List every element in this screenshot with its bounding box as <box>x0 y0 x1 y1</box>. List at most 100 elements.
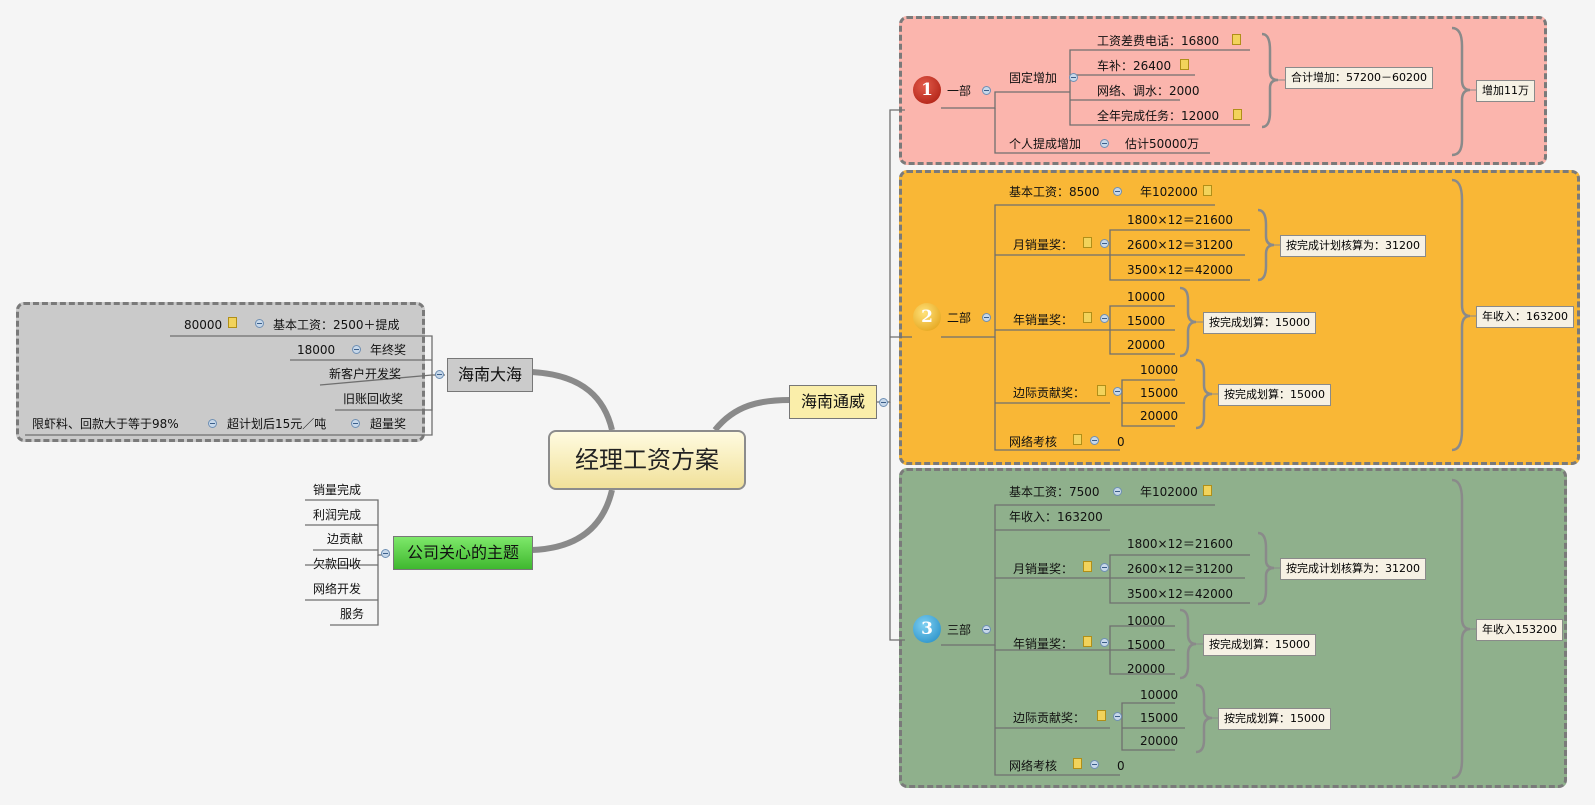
dept3-summary[interactable]: 年收入153200 <box>1476 619 1563 641</box>
dept2-margin-item[interactable]: 20000 <box>1140 409 1179 423</box>
note-icon[interactable] <box>1083 237 1092 248</box>
dept3-income[interactable]: 年收入：163200 <box>1009 510 1103 524</box>
topic-item[interactable]: 销量完成 <box>313 483 362 497</box>
collapse-toggle-icon[interactable] <box>1100 239 1109 248</box>
collapse-toggle-icon[interactable] <box>352 345 361 354</box>
dahai-new-customer[interactable]: 新客户开发奖 <box>329 367 402 381</box>
dept1-fixed-item[interactable]: 网络、调水：2000 <box>1097 84 1200 98</box>
dept3-monthly-summary[interactable]: 按完成计划核算为：31200 <box>1280 558 1426 580</box>
dept1-fixed-summary[interactable]: 合计增加：57200－60200 <box>1285 67 1433 89</box>
dept3-margin-summary[interactable]: 按完成划算：15000 <box>1218 708 1331 730</box>
note-icon[interactable] <box>1097 385 1106 396</box>
dept3-base-label[interactable]: 基本工资：7500 <box>1009 485 1100 499</box>
note-icon[interactable] <box>1083 636 1092 647</box>
note-icon[interactable] <box>1232 34 1241 45</box>
dept2-margin-item[interactable]: 10000 <box>1140 363 1179 377</box>
dahai-year-end-value[interactable]: 18000 <box>297 343 336 357</box>
note-icon[interactable] <box>1233 109 1242 120</box>
collapse-toggle-icon[interactable] <box>1113 187 1122 196</box>
collapse-toggle-icon[interactable] <box>982 86 991 95</box>
note-icon[interactable] <box>1073 758 1082 769</box>
dept3-annual-item[interactable]: 15000 <box>1127 638 1166 652</box>
collapse-toggle-icon[interactable] <box>982 625 991 634</box>
dept1-fixed-item[interactable]: 全年完成任务：12000 <box>1097 109 1220 123</box>
dahai-year-end-label[interactable]: 年终奖 <box>370 343 407 357</box>
dept2-annual-item[interactable]: 10000 <box>1127 290 1166 304</box>
dept1-fixed-item[interactable]: 工资差费电话：16800 <box>1097 34 1220 48</box>
note-icon[interactable] <box>1203 185 1212 196</box>
collapse-toggle-icon[interactable] <box>1100 314 1109 323</box>
dept1-summary[interactable]: 增加11万 <box>1476 80 1535 102</box>
collapse-toggle-icon[interactable] <box>1100 563 1109 572</box>
note-icon[interactable] <box>1097 710 1106 721</box>
dept2-network-value[interactable]: 0 <box>1117 435 1125 449</box>
collapse-toggle-icon[interactable] <box>351 419 360 428</box>
collapse-toggle-icon[interactable] <box>879 398 888 407</box>
dept2-margin-label[interactable]: 边际贡献奖： <box>1013 386 1086 400</box>
topic-hainan-dahai[interactable]: 海南大海 <box>447 358 533 392</box>
dept3-monthly-item[interactable]: 1800×12＝21600 <box>1127 537 1234 551</box>
dept3-label[interactable]: 三部 <box>947 623 972 637</box>
central-topic[interactable]: 经理工资方案 <box>548 430 746 490</box>
dept1-fixed-item[interactable]: 车补：26400 <box>1097 59 1172 73</box>
dept2-monthly-summary[interactable]: 按完成计划核算为：31200 <box>1280 235 1426 257</box>
dahai-old-debt[interactable]: 旧账回收奖 <box>343 392 404 406</box>
dept2-network-label[interactable]: 网络考核 <box>1009 435 1058 449</box>
dept3-monthly-label[interactable]: 月销量奖： <box>1013 562 1074 576</box>
collapse-toggle-icon[interactable] <box>1090 436 1099 445</box>
dept3-annual-label[interactable]: 年销量奖： <box>1013 637 1074 651</box>
collapse-toggle-icon[interactable] <box>982 313 991 322</box>
dahai-base-value[interactable]: 80000 <box>184 318 223 332</box>
dept2-summary[interactable]: 年收入：163200 <box>1476 306 1574 328</box>
note-icon[interactable] <box>1180 59 1189 70</box>
dahai-excess-label[interactable]: 超量奖 <box>370 417 407 431</box>
collapse-toggle-icon[interactable] <box>208 419 217 428</box>
dept3-annual-item[interactable]: 10000 <box>1127 614 1166 628</box>
collapse-toggle-icon[interactable] <box>1113 487 1122 496</box>
topic-item[interactable]: 服务 <box>340 607 365 621</box>
dept3-base-value[interactable]: 年102000 <box>1140 485 1198 499</box>
note-icon[interactable] <box>1083 561 1092 572</box>
collapse-toggle-icon[interactable] <box>1069 73 1078 82</box>
collapse-toggle-icon[interactable] <box>435 370 444 379</box>
dept3-monthly-item[interactable]: 2600×12＝31200 <box>1127 562 1234 576</box>
collapse-toggle-icon[interactable] <box>1090 760 1099 769</box>
dahai-base-label[interactable]: 基本工资：2500＋提成 <box>273 318 400 332</box>
topic-item[interactable]: 边贡献 <box>327 532 364 546</box>
dept2-base-value[interactable]: 年102000 <box>1140 185 1198 199</box>
topic-item[interactable]: 网络开发 <box>313 582 362 596</box>
dept2-monthly-item[interactable]: 1800×12＝21600 <box>1127 213 1234 227</box>
dept1-personal-value[interactable]: 估计50000万 <box>1125 137 1200 151</box>
collapse-toggle-icon[interactable] <box>1100 638 1109 647</box>
topic-item[interactable]: 欠款回收 <box>313 557 362 571</box>
collapse-toggle-icon[interactable] <box>381 549 390 558</box>
topic-item[interactable]: 利润完成 <box>313 508 362 522</box>
dept3-margin-label[interactable]: 边际贡献奖： <box>1013 711 1086 725</box>
dept2-annual-label[interactable]: 年销量奖： <box>1013 313 1074 327</box>
dept3-annual-summary[interactable]: 按完成划算：15000 <box>1203 634 1316 656</box>
topic-company-concerns[interactable]: 公司关心的主题 <box>393 536 533 570</box>
topic-hainan-tongwei[interactable]: 海南通威 <box>789 385 877 419</box>
dept3-margin-item[interactable]: 15000 <box>1140 711 1179 725</box>
dept2-annual-item[interactable]: 15000 <box>1127 314 1166 328</box>
collapse-toggle-icon[interactable] <box>1113 712 1122 721</box>
note-icon[interactable] <box>1203 485 1212 496</box>
dept3-margin-item[interactable]: 10000 <box>1140 688 1179 702</box>
dept2-annual-item[interactable]: 20000 <box>1127 338 1166 352</box>
dept1-label[interactable]: 一部 <box>947 84 972 98</box>
collapse-toggle-icon[interactable] <box>255 319 264 328</box>
collapse-toggle-icon[interactable] <box>1113 387 1122 396</box>
dept2-margin-item[interactable]: 15000 <box>1140 386 1179 400</box>
dept2-monthly-label[interactable]: 月销量奖： <box>1013 238 1074 252</box>
dept3-annual-item[interactable]: 20000 <box>1127 662 1166 676</box>
dept2-label[interactable]: 二部 <box>947 311 972 325</box>
dept3-margin-item[interactable]: 20000 <box>1140 734 1179 748</box>
dept2-margin-summary[interactable]: 按完成划算：15000 <box>1218 384 1331 406</box>
dept3-network-value[interactable]: 0 <box>1117 759 1125 773</box>
collapse-toggle-icon[interactable] <box>1100 139 1109 148</box>
dept3-monthly-item[interactable]: 3500×12＝42000 <box>1127 587 1234 601</box>
dept2-monthly-item[interactable]: 2600×12＝31200 <box>1127 238 1234 252</box>
dept2-monthly-item[interactable]: 3500×12＝42000 <box>1127 263 1234 277</box>
dept2-base-label[interactable]: 基本工资：8500 <box>1009 185 1100 199</box>
dahai-excess-sub[interactable]: 超计划后15元／吨 <box>227 417 327 431</box>
